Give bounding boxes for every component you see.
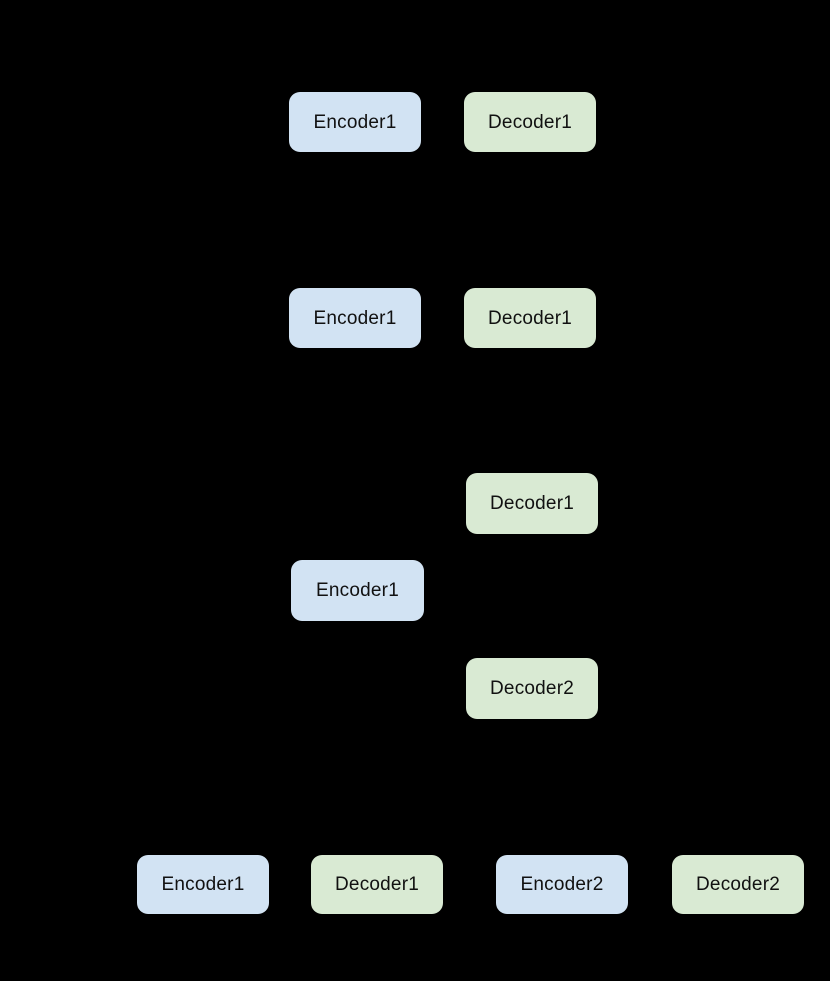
node-decoder2-stage3: Decoder2 [466, 658, 598, 719]
node-label: Encoder1 [313, 111, 397, 133]
node-encoder1-stage4: Encoder1 [137, 855, 269, 914]
node-label: Encoder1 [313, 307, 397, 329]
node-label: Decoder1 [490, 493, 574, 514]
node-decoder1-stage4: Decoder1 [311, 855, 443, 914]
node-label: Decoder2 [490, 678, 574, 699]
node-encoder2-stage4: Encoder2 [496, 855, 628, 914]
node-decoder1-stage3: Decoder1 [466, 473, 598, 534]
node-encoder1-stage2: Encoder1 [289, 288, 421, 348]
node-encoder1-stage1: Encoder1 [289, 92, 421, 152]
node-label: Decoder2 [696, 874, 780, 895]
node-label: Encoder1 [161, 874, 245, 895]
node-label: Decoder1 [488, 111, 572, 133]
node-label: Decoder1 [488, 307, 572, 329]
node-label: Encoder1 [316, 580, 399, 601]
node-encoder1-stage3: Encoder1 [291, 560, 424, 621]
node-label: Decoder1 [335, 874, 419, 895]
node-decoder2-stage4: Decoder2 [672, 855, 804, 914]
node-label: Encoder2 [520, 874, 604, 895]
node-decoder1-stage1: Decoder1 [464, 92, 596, 152]
node-decoder1-stage2: Decoder1 [464, 288, 596, 348]
